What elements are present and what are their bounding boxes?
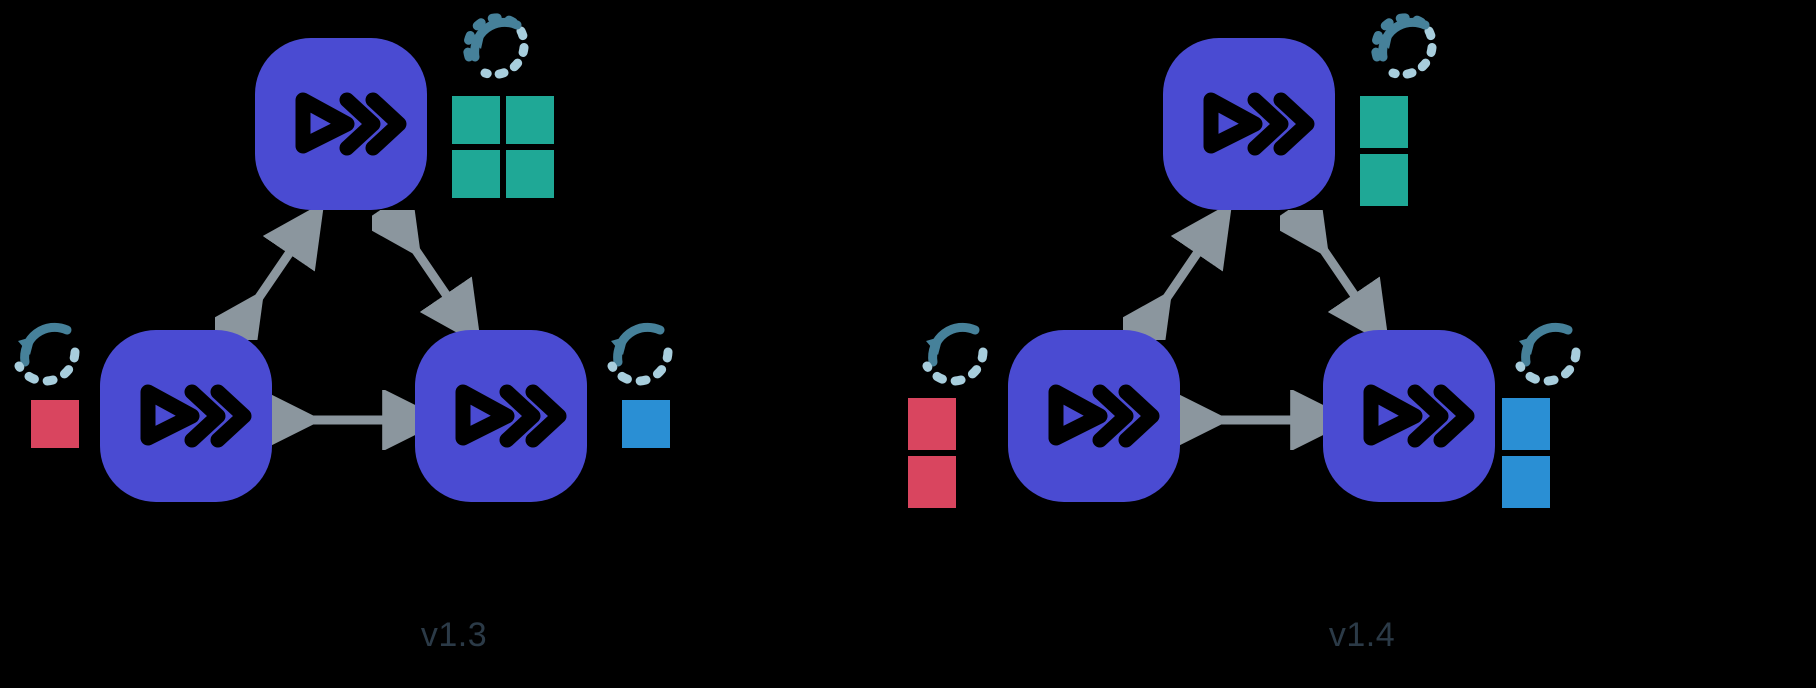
fast-forward-icon [455, 384, 567, 448]
replica-block [622, 400, 670, 448]
replica-blocks-red [908, 398, 956, 508]
connector-bottom-left-to-bottom-right [1180, 390, 1335, 450]
replica-block [31, 400, 79, 448]
fast-forward-icon [295, 92, 407, 156]
connector-bottom-left-to-bottom-right [272, 390, 427, 450]
replica-blocks-red [31, 400, 79, 448]
service-node-bottom-right[interactable] [1323, 330, 1495, 502]
replica-block [1502, 456, 1550, 508]
replica-blocks-blue [1502, 398, 1550, 508]
version-caption: v1.4 [1328, 616, 1396, 654]
sync-icon [598, 310, 682, 394]
sync-icon [1363, 5, 1447, 89]
panel-v14: v1.4 [908, 0, 1816, 688]
sync-icon [455, 5, 539, 89]
replica-block [1360, 154, 1408, 206]
replica-blocks-blue [622, 400, 670, 448]
connector-top-to-bottom-left [215, 210, 325, 340]
replica-block [1502, 398, 1550, 450]
service-node-bottom-right[interactable] [415, 330, 587, 502]
replica-block [506, 150, 554, 198]
service-node-bottom-left[interactable] [1008, 330, 1180, 502]
replica-block [506, 96, 554, 144]
sync-icon [5, 310, 89, 394]
fast-forward-icon [140, 384, 252, 448]
version-caption: v1.3 [420, 616, 488, 654]
sync-icon [1506, 310, 1590, 394]
service-node-top[interactable] [1163, 38, 1335, 210]
replica-block [908, 456, 956, 508]
connector-top-to-bottom-right [372, 210, 482, 340]
connector-top-to-bottom-right [1280, 210, 1390, 340]
connector-top-to-bottom-left [1123, 210, 1233, 340]
replica-block [1360, 96, 1408, 148]
service-node-bottom-left[interactable] [100, 330, 272, 502]
panel-v13: v1.3 [5, 5, 682, 654]
sync-icon [913, 310, 997, 394]
fast-forward-icon [1203, 92, 1315, 156]
replica-blocks-green [1360, 96, 1408, 206]
fast-forward-icon [1363, 384, 1475, 448]
replica-blocks-green [452, 96, 554, 198]
replica-block [908, 398, 956, 450]
service-node-top[interactable] [255, 38, 427, 210]
replica-block [452, 150, 500, 198]
replica-block [452, 96, 500, 144]
fast-forward-icon [1048, 384, 1160, 448]
